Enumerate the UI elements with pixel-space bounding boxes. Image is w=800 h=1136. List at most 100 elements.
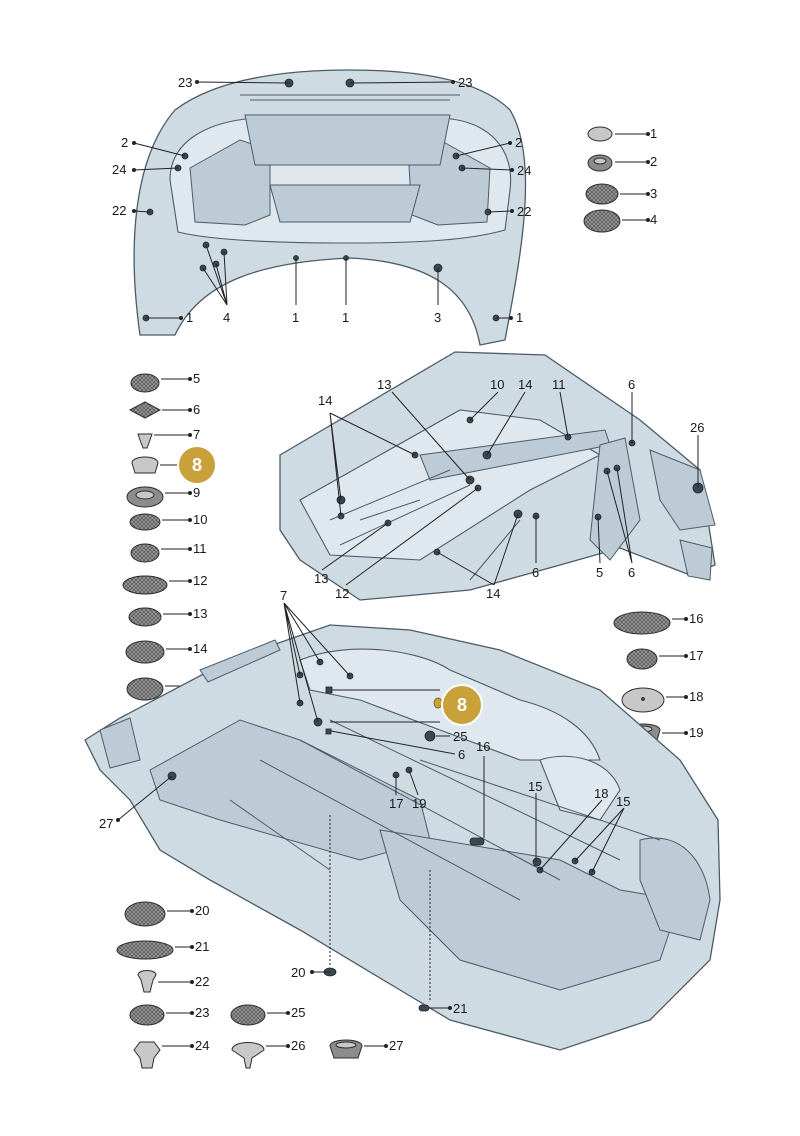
part-23-icon xyxy=(129,1004,165,1026)
body-label-6: 6 xyxy=(458,747,465,762)
legend-bottom: 20 21 22 23 24 25 26 27 xyxy=(116,901,403,1069)
body-label-18: 18 xyxy=(594,786,608,801)
body-label-7: 7 xyxy=(280,588,287,603)
legend-24-label: 24 xyxy=(195,1038,209,1053)
hood-drawing xyxy=(133,69,527,346)
legend-1-label: 1 xyxy=(650,126,657,141)
part-21-icon xyxy=(116,940,174,960)
legend-3-label: 3 xyxy=(650,186,657,201)
hood-label-1-right: 1 xyxy=(516,310,523,325)
floor-label-13-top: 13 xyxy=(377,377,391,392)
part-1-icon xyxy=(587,126,613,142)
floor-label-11: 11 xyxy=(552,377,566,392)
body-holes xyxy=(167,658,596,1012)
part-12-icon xyxy=(122,575,168,595)
legend-20-label: 20 xyxy=(195,903,209,918)
part-6-icon xyxy=(128,401,162,419)
hood-label-2-right: 2 xyxy=(515,135,522,150)
floor-drawing xyxy=(279,351,716,601)
part-13-icon xyxy=(128,607,162,627)
legend-17-label: 17 xyxy=(689,648,703,663)
legend-4-label: 4 xyxy=(650,212,657,227)
legend-6-label: 6 xyxy=(193,402,200,417)
legend-21-label: 21 xyxy=(195,939,209,954)
part-24-icon xyxy=(133,1041,161,1069)
part-22-icon xyxy=(137,970,157,993)
legend-19-label: 19 xyxy=(689,725,703,740)
legend-14-label: 14 xyxy=(193,641,207,656)
floor-label-12-bot: 12 xyxy=(335,586,349,601)
hood-label-22-left: 22 xyxy=(112,203,126,218)
body-shell-drawing xyxy=(84,624,721,1051)
legend-27-label: 27 xyxy=(389,1038,403,1053)
floor-label-14-bot: 14 xyxy=(486,586,500,601)
hood-label-2-left: 2 xyxy=(121,135,128,150)
hood-label-24-right: 24 xyxy=(517,163,531,178)
hood-label-3: 3 xyxy=(434,310,441,325)
legend-11-label: 11 xyxy=(193,541,207,556)
hood-label-22-right: 22 xyxy=(517,204,531,219)
badge-b-label: 8 xyxy=(457,695,467,715)
legend-10-label: 10 xyxy=(193,512,207,527)
floor-label-26: 26 xyxy=(690,420,704,435)
floor-leaders xyxy=(321,391,699,586)
highlight-badge-a: 8 xyxy=(177,445,217,485)
part-5-icon xyxy=(130,373,160,393)
hood-leaders xyxy=(132,80,514,320)
part-3-icon xyxy=(585,183,619,205)
legend-22-label: 22 xyxy=(195,974,209,989)
legend-25-label: 25 xyxy=(291,1005,305,1020)
legend-18-label: 18 xyxy=(689,689,703,704)
body-label-27: 27 xyxy=(99,816,113,831)
hood-label-23-right: 23 xyxy=(458,75,472,90)
legend-13-label: 13 xyxy=(193,606,207,621)
body-label-15-b: 15 xyxy=(616,794,630,809)
hood-label-1-left: 1 xyxy=(186,310,193,325)
body-label-19: 19 xyxy=(412,796,426,811)
legend-9-label: 9 xyxy=(193,485,200,500)
legend-7-label: 7 xyxy=(193,427,200,442)
badge-a-label: 8 xyxy=(192,455,202,475)
part-15-icon xyxy=(126,677,164,701)
part-17-icon xyxy=(626,648,658,670)
hood-label-1-mid-a: 1 xyxy=(292,310,299,325)
hood-label-1-mid-b: 1 xyxy=(342,310,349,325)
legend-26-label: 26 xyxy=(291,1038,305,1053)
part-25-icon xyxy=(230,1004,266,1026)
floor-label-5-bot: 5 xyxy=(596,565,603,580)
part-4-icon xyxy=(583,209,621,233)
body-label-16: 16 xyxy=(476,739,490,754)
floor-label-6-top: 6 xyxy=(628,377,635,392)
body-label-21: 21 xyxy=(453,1001,467,1016)
part-16-icon xyxy=(613,611,671,635)
body-leaders xyxy=(116,602,625,1010)
part-8-icon xyxy=(131,456,159,474)
legend-right-top: 1 2 3 4 xyxy=(583,126,657,233)
body-label-20: 20 xyxy=(291,965,305,980)
floor-label-13-bot: 13 xyxy=(314,571,328,586)
floor-label-14-top: 14 xyxy=(318,393,332,408)
legend-16-label: 16 xyxy=(689,611,703,626)
hood-label-4: 4 xyxy=(223,310,230,325)
legend-12-label: 12 xyxy=(193,573,207,588)
hood-label-24-left: 24 xyxy=(112,162,126,177)
legend-5-label: 5 xyxy=(193,371,200,386)
floor-label-10: 10 xyxy=(490,377,504,392)
part-7-icon xyxy=(137,433,153,449)
body-label-17: 17 xyxy=(389,796,403,811)
body-label-25: 25 xyxy=(453,729,467,744)
legend-2-label: 2 xyxy=(650,154,657,169)
floor-label-6-bot-a: 6 xyxy=(532,565,539,580)
highlight-badge-b: 8 xyxy=(441,684,483,726)
body-label-15-a: 15 xyxy=(528,779,542,794)
floor-label-14-top2: 14 xyxy=(518,377,532,392)
hood-label-23-left: 23 xyxy=(178,75,192,90)
legend-23-label: 23 xyxy=(195,1005,209,1020)
floor-label-6-bot-b: 6 xyxy=(628,565,635,580)
part-14-icon xyxy=(125,640,165,664)
part-26-icon xyxy=(231,1042,265,1069)
part-10-icon xyxy=(129,513,161,531)
part-20-icon xyxy=(124,901,166,927)
